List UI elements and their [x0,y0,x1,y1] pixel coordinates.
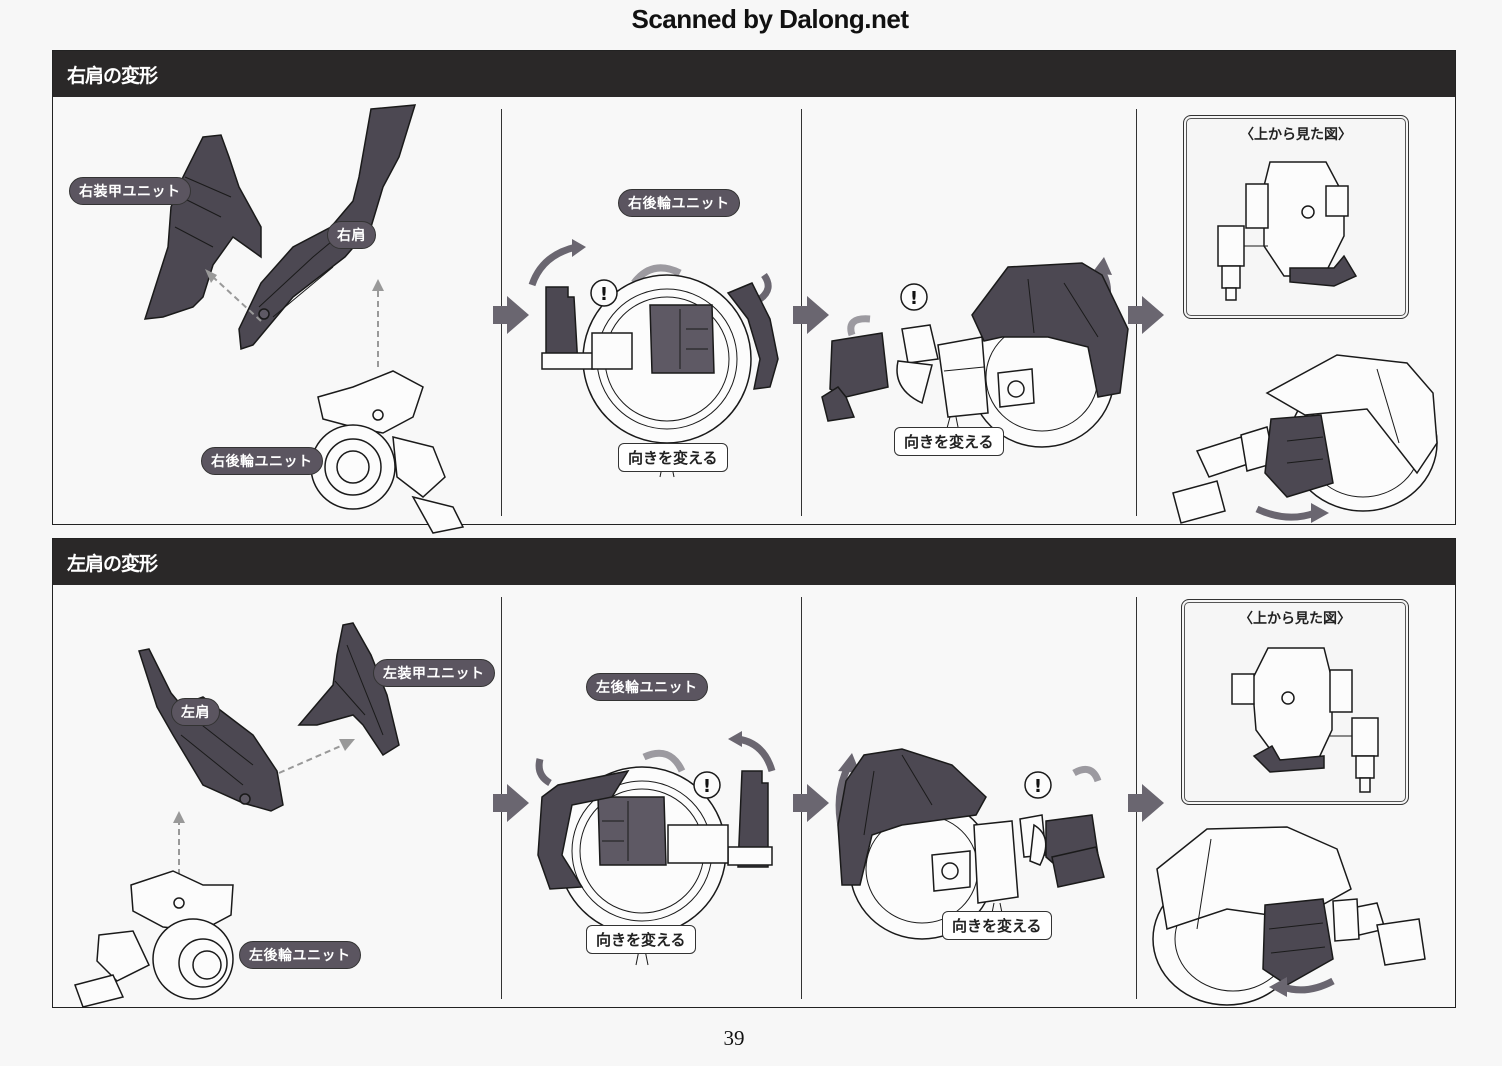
rotate-arrow-icon [535,758,552,787]
rotate-arrow-icon [847,315,871,337]
step-2-panel: ! 左後輪ユニット 向きを変える [502,585,801,1007]
rear-wheel-unit-label: 左後輪ユニット [586,673,708,701]
exclamation-icon: ! [703,776,711,797]
section-left-shoulder: 左肩の変形 [52,538,1456,1008]
top-view-illustration [1217,161,1358,301]
wheel-rotate-illustration: ! [535,731,776,966]
change-direction-callout: 向きを変える [618,443,728,472]
change-direction-callout: 向きを変える [942,911,1052,940]
page-number: 39 [723,1026,745,1050]
change-direction-callout: 向きを変える [894,427,1004,456]
exclamation-icon: ! [910,288,918,309]
right-arrow-icon [1128,784,1164,822]
right-arrow-icon [793,296,829,334]
armor-unit-part [143,134,262,320]
top-view-title: 〈上から見た図〉 [1240,127,1352,143]
rotate-arrow-icon [528,243,577,287]
shoulder-part [138,648,284,812]
section-title: 右肩の変形 [53,51,1455,97]
shoulder-label: 左肩 [171,698,220,726]
rear-wheel-unit-part [74,870,234,1008]
top-view-inset: 〈上から見た図〉 [1183,115,1409,319]
rear-wheel-unit-part [310,370,465,534]
exclamation-icon: ! [600,284,608,305]
rotate-arrow-icon [1281,977,1335,994]
exploded-parts-illustration [74,622,400,1008]
result-illustration [1172,354,1438,524]
exclamation-icon: ! [1034,776,1042,797]
change-direction-callout: 向きを変える [586,925,696,954]
rotate-arrow-icon [642,749,686,773]
rotate-arrow-icon [631,264,682,286]
armor-fold-illustration: ! [821,257,1129,448]
rear-wheel-unit-label: 右後輪ユニット [618,189,740,217]
right-arrow-icon [1128,296,1164,334]
armor-fold-illustration: ! [835,748,1105,940]
rotate-arrow-icon [1072,765,1102,783]
step-3-panel: ! 向きを変える [802,585,1136,1007]
right-arrow-icon [793,784,829,822]
step-1-panel: 左装甲ユニット 左肩 左後輪ユニット [53,585,501,1008]
step-1-panel: 右装甲ユニット 右肩 右後輪ユニット [53,97,501,534]
rotate-arrow-icon [737,735,776,773]
rotate-arrow-icon [1255,505,1317,521]
right-arrow-icon [493,296,529,334]
section-right-shoulder: 右肩の変形 [52,50,1456,534]
top-view-illustration [1231,647,1379,793]
right-arrow-icon [493,784,529,822]
shoulder-label: 右肩 [327,221,376,249]
rear-wheel-unit-label: 右後輪ユニット [201,447,323,475]
step-3-panel: ! 向きを変える [802,97,1136,524]
scan-credit: Scanned by Dalong.net [631,4,910,34]
section-title: 左肩の変形 [53,539,1455,585]
armor-unit-label: 左装甲ユニット [373,659,495,687]
top-view-title: 〈上から見た図〉 [1239,611,1351,627]
exploded-parts-illustration [143,104,465,534]
step-4-panel: 〈上から見た図〉 [1137,585,1455,1007]
wheel-rotate-illustration: ! [528,239,779,478]
step-2-panel: ! 右後輪ユニット 向きを変える [502,97,801,524]
rear-wheel-unit-label: 左後輪ユニット [239,941,361,969]
rotate-arrow-icon [757,272,772,302]
top-view-inset: 〈上から見た図〉 [1181,599,1409,805]
armor-unit-label: 右装甲ユニット [69,177,191,205]
result-illustration [1152,826,1426,1006]
shoulder-part [238,104,417,351]
armor-unit-part [297,622,400,757]
step-4-panel: 〈上から見た図〉 [1137,97,1455,524]
